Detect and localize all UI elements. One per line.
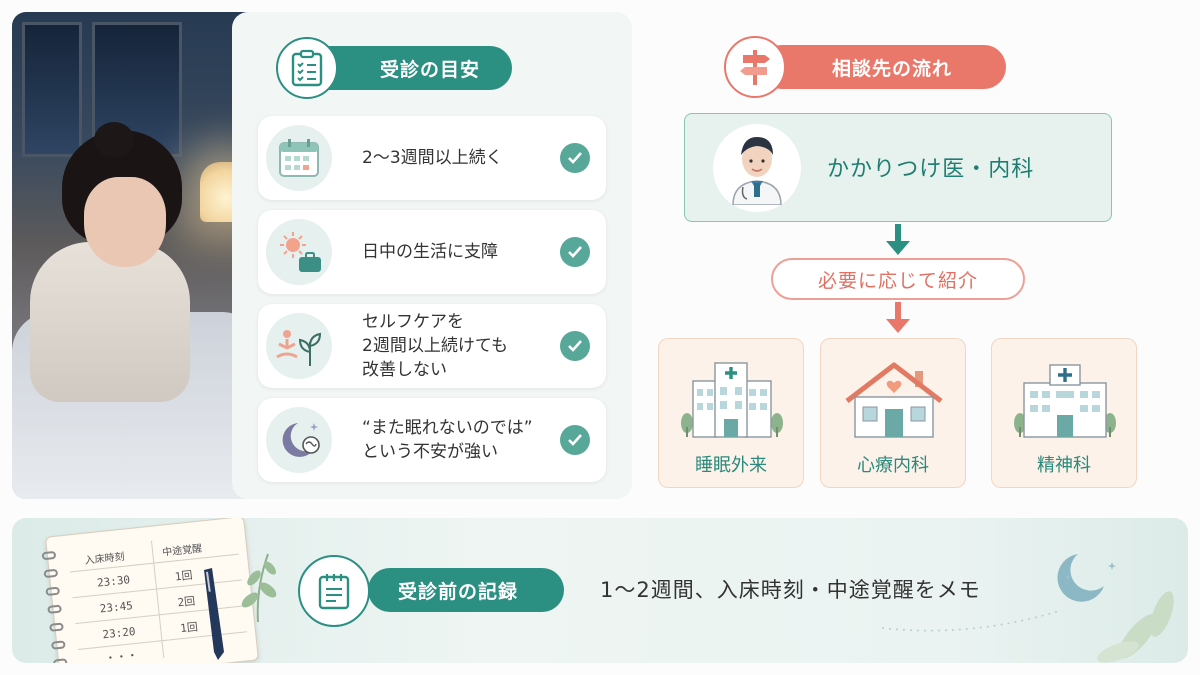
woman-hair-bun [94, 122, 134, 158]
window [22, 22, 82, 157]
criteria-item-text: “また眠れないのでは” という不安が強い [362, 418, 533, 462]
criteria-item: “また眠れないのでは” という不安が強い [258, 398, 606, 482]
criteria-item: 日中の生活に支障 [258, 210, 606, 294]
clipboard-icon [276, 37, 338, 99]
criteria-item: 2～3週間以上続く [258, 116, 606, 200]
record-title: 受診前の記録 [398, 580, 519, 603]
department-label: 睡眠外来 [695, 455, 767, 476]
leaf-icon [241, 553, 277, 622]
moon-stars-icon [882, 554, 1174, 663]
check-icon [560, 425, 590, 455]
doctor-icon [713, 124, 801, 212]
check-icon [560, 331, 590, 361]
notebook-header: 入床時刻 [84, 551, 126, 567]
notebook-cell: ・・・ [104, 648, 139, 663]
department-card: 睡眠外来 [658, 338, 804, 488]
department-card: 精神科 [991, 338, 1137, 488]
clinic-house-icon [845, 362, 943, 438]
referral-label: 必要に応じて紹介 [817, 269, 978, 292]
meditation-plant-icon [266, 313, 332, 379]
sleepless-woman-photo [12, 12, 262, 499]
check-icon [560, 237, 590, 267]
criteria-item-text: 日中の生活に支障 [362, 242, 498, 262]
notebook-cell: 23:45 [99, 599, 134, 616]
criteria-item: セルフケアを 2週間以上続けても 改善しない [258, 304, 606, 388]
signpost-icon [724, 36, 786, 98]
notebook-header: 中途覚醒 [161, 543, 203, 559]
pen-icon [204, 568, 224, 660]
notebook-cell: 1回 [179, 620, 199, 636]
notebook-cell: 23:30 [96, 573, 131, 590]
notebook-cell: 2回 [176, 594, 196, 610]
department-label: 精神科 [1037, 455, 1091, 476]
primary-care-box: かかりつけ医・内科 [684, 113, 1112, 222]
notebook-cell: 1回 [174, 568, 194, 584]
referral-pill: 必要に応じて紹介 [771, 258, 1025, 300]
record-banner: 入床時刻 中途覚醒 23:30 1回 23:45 2回 23:20 1回 ・・・… [12, 518, 1188, 663]
criteria-card: 受診の目安 2～3週間以上続く [232, 12, 632, 499]
moon-brain-icon [266, 407, 332, 473]
record-title-pill: 受診前の記録 [368, 568, 564, 612]
arrow-down-icon [886, 224, 910, 255]
record-description: 1～2週間、入床時刻・中途覚醒をメモ [600, 578, 981, 602]
hospital-icon [681, 362, 783, 438]
department-label: 心療内科 [857, 455, 929, 476]
check-icon [560, 143, 590, 173]
criteria-title: 受診の目安 [380, 58, 481, 81]
department-card: 心療内科 [820, 338, 966, 488]
criteria-item-text: 2～3週間以上続く [362, 148, 503, 168]
calendar-icon [266, 125, 332, 191]
notebook-cell: 23:20 [101, 624, 137, 642]
flow-title: 相談先の流れ [832, 57, 953, 80]
arrow-down-icon [886, 302, 910, 333]
primary-care-label: かかりつけ医・内科 [827, 157, 1035, 182]
flow-title-pill: 相談先の流れ [760, 45, 1006, 89]
woman-body [30, 242, 190, 402]
criteria-item-text: セルフケアを 2週間以上続けても 改善しない [362, 312, 508, 380]
hospital-icon [1014, 364, 1116, 438]
criteria-title-pill: 受診の目安 [308, 46, 512, 90]
woman-face [84, 177, 166, 267]
sun-briefcase-icon [266, 219, 332, 285]
notes-icon [298, 555, 370, 627]
